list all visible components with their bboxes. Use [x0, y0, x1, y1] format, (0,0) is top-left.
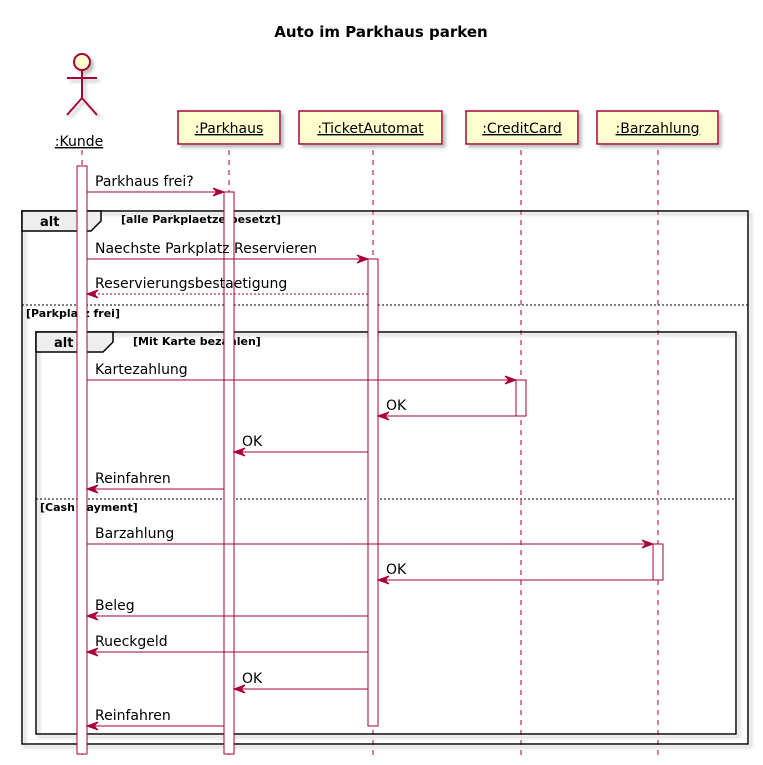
message-label: OK: [242, 671, 263, 687]
fragment-outer-else-guard: [Parkplatz frei]: [26, 307, 120, 320]
activation-bar-bar: [652, 543, 664, 581]
arrowhead-icon: [85, 611, 99, 621]
message-label: Beleg: [95, 598, 135, 614]
arrowhead-icon: [232, 447, 246, 457]
activation-bar-kunde: [76, 165, 88, 755]
participant-label: :TicketAutomat: [317, 121, 424, 137]
message-arrow: Reinfahren: [85, 708, 224, 731]
message-arrow: Reservierungsbestaetigung: [85, 276, 368, 299]
participant-label: :Barzahlung: [616, 121, 700, 137]
message-label: OK: [386, 398, 407, 414]
message-label: Reservierungsbestaetigung: [95, 276, 287, 292]
activation-bar-credit: [515, 379, 527, 417]
participant-label: :CreditCard: [482, 121, 562, 137]
participant-box: [177, 110, 281, 145]
fragment-outer-keyword: alt: [40, 215, 59, 230]
arrowhead-icon: [376, 411, 390, 421]
message-label: Reinfahren: [95, 708, 171, 724]
fragment-inner-guard: [Mit Karte bezahlen]: [133, 335, 261, 348]
message-label: Reinfahren: [95, 471, 171, 487]
activation-bar-ticket: [367, 258, 379, 727]
participant-parkhaus: :Parkhaus: [177, 110, 281, 145]
participant-credit: :CreditCard: [465, 110, 579, 145]
message-arrow: Kartezahlung: [87, 362, 518, 385]
arrowhead-icon: [232, 684, 246, 694]
arrowhead-icon: [85, 721, 99, 731]
message-label: OK: [242, 434, 263, 450]
participant-ticket: :TicketAutomat: [298, 110, 443, 145]
activation-bar-parkhaus: [223, 191, 235, 755]
participant-label: :Parkhaus: [195, 121, 264, 137]
message-arrow: Barzahlung: [87, 526, 655, 549]
message-arrow: Rueckgeld: [85, 634, 368, 657]
message-label: Naechste Parkplatz Reservieren: [95, 241, 317, 257]
activation-bars: [76, 165, 664, 755]
arrowhead-icon: [376, 575, 390, 585]
message-label: Parkhaus frei?: [95, 174, 194, 190]
participants: :Kunde :Parkhaus :TicketAutomat :CreditCard…: [55, 53, 719, 150]
fragment-inner-else-guard: [Cash Payment]: [40, 501, 138, 514]
diagram-title: Auto im Parkhaus parken: [274, 23, 487, 41]
message-label: Rueckgeld: [95, 634, 168, 650]
participant-bar: :Barzahlung: [596, 110, 719, 145]
message-arrow: OK: [376, 398, 516, 421]
message-label: Barzahlung: [95, 526, 174, 542]
message-arrow: OK: [232, 671, 368, 694]
arrowhead-icon: [85, 484, 99, 494]
message-arrow: Naechste Parkplatz Reservieren: [87, 241, 370, 264]
arrowhead-icon: [356, 254, 370, 264]
fragment-inner-keyword: alt: [54, 336, 73, 351]
participant-kunde: :Kunde: [55, 53, 103, 150]
message-arrow: OK: [376, 562, 653, 585]
fragment-outer-guard: [alle Parkplaetze besetzt]: [121, 213, 281, 226]
actor-icon: [66, 53, 98, 116]
message-arrow: Parkhaus frei?: [87, 174, 226, 197]
participant-box: [298, 110, 443, 145]
message-arrow: OK: [232, 434, 368, 457]
message-arrow: Reinfahren: [85, 471, 224, 494]
participant-box: [596, 110, 719, 145]
participant-label: :Kunde: [55, 134, 103, 150]
arrowhead-icon: [641, 539, 655, 549]
arrowhead-icon: [212, 187, 226, 197]
arrowhead-icon: [85, 647, 99, 657]
message-label: OK: [386, 562, 407, 578]
participant-box: [465, 110, 579, 145]
messages: Parkhaus frei? Naechste Parkplatz Reservi…: [85, 174, 655, 731]
message-arrow: Beleg: [85, 598, 368, 621]
arrowhead-icon: [504, 375, 518, 385]
arrowhead-icon: [85, 289, 99, 299]
message-label: Kartezahlung: [95, 362, 188, 378]
